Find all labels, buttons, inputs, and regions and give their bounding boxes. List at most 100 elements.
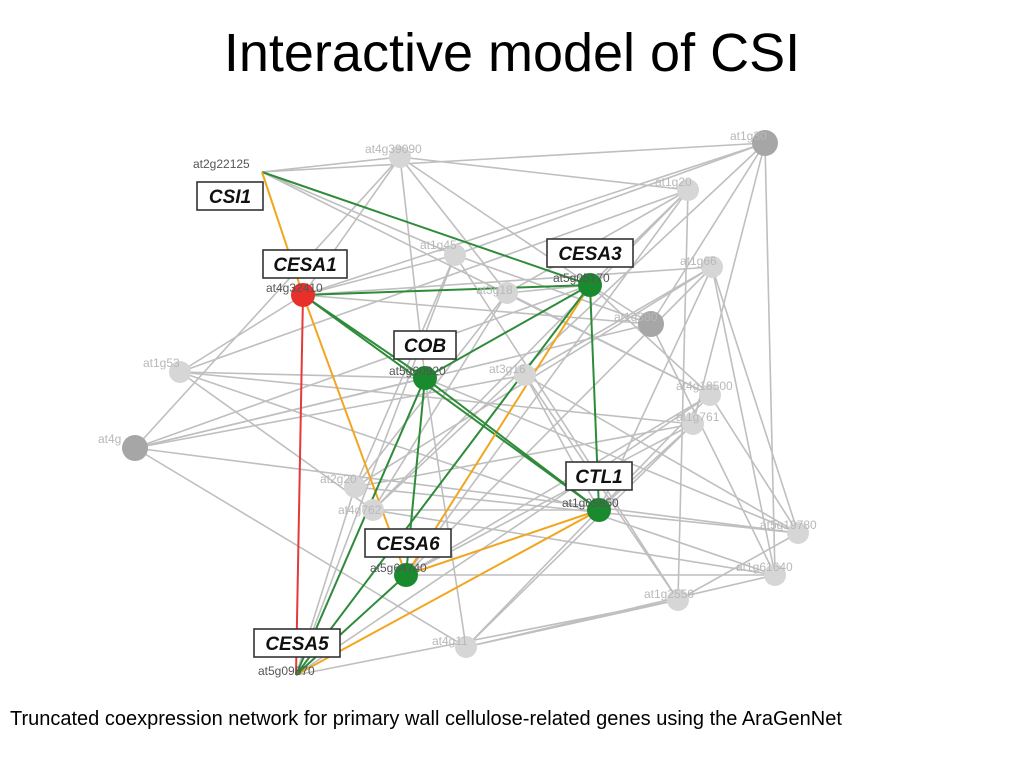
gene-id-label: at5g05170: [553, 271, 610, 285]
network-edge: [261, 142, 766, 173]
highlight-edge: [261, 171, 591, 286]
gene-node: [514, 364, 536, 386]
network-edge: [465, 599, 679, 648]
network-edge: [650, 142, 766, 325]
network-edge: [372, 189, 689, 511]
gene-box-csi1: [196, 181, 264, 211]
gene-id-label: at1g53: [143, 356, 180, 370]
highlight-edge: [405, 284, 591, 576]
gene-node: [682, 413, 704, 435]
gene-name-cesa5: CESA5: [265, 634, 329, 655]
network-edge: [134, 284, 591, 449]
highlight-edge: [302, 284, 591, 296]
gene-node: [677, 179, 699, 201]
highlight-edge: [302, 294, 600, 511]
gene-id-label: at4g: [98, 432, 121, 446]
caption: Truncated coexpression network for prima…: [10, 708, 842, 730]
gene-name-cesa1: CESA1: [273, 255, 336, 276]
network-edge: [179, 371, 694, 425]
gene-node: [699, 384, 721, 406]
gene-id-label: at1g20: [655, 175, 692, 189]
network-edge: [465, 394, 711, 648]
gene-node-cesa3: [578, 273, 602, 297]
highlight-edge: [295, 509, 600, 676]
network-edge: [354, 292, 508, 488]
network-edge: [764, 142, 776, 576]
gene-id-label: at1g30: [730, 129, 767, 143]
nodes: [122, 130, 809, 658]
gene-id-label: at5g60920: [389, 364, 446, 378]
network-edge: [677, 532, 799, 601]
gene-id-label: at2g22125: [193, 157, 250, 171]
network-edge: [465, 423, 694, 648]
network-edge: [179, 189, 689, 373]
network-edge: [454, 254, 652, 325]
network-edge: [134, 374, 526, 449]
network-edge: [134, 323, 652, 449]
gene-node-cob: [413, 366, 437, 390]
network-edge: [399, 156, 508, 294]
highlight-edge: [295, 294, 304, 676]
gene-name-csi1: CSI1: [209, 187, 251, 208]
network-edge: [179, 371, 776, 576]
gene-node: [122, 435, 148, 461]
edges-highlight: [261, 171, 600, 676]
network-edge: [709, 394, 799, 534]
network-edge: [506, 292, 711, 396]
gene-id-label: at4g11: [432, 634, 468, 648]
network-edge: [134, 447, 799, 534]
gene-id-label: at1g2550: [644, 587, 694, 601]
gene-id-label: at4g18500: [676, 379, 733, 393]
network-edge: [692, 142, 766, 425]
network-edge: [372, 292, 508, 511]
network-edge: [354, 486, 799, 534]
gene-box-cesa1: [262, 249, 348, 279]
slide-title: Interactive model of CSI: [223, 23, 801, 83]
network-edge: [179, 371, 374, 511]
network-edge: [302, 254, 456, 296]
gene-node-ctl1: [587, 498, 611, 522]
gene-node: [496, 282, 518, 304]
coexpression-network: at4g39090at1g30at1g20at1g45at1g66at3g18a…: [98, 129, 817, 678]
gene-node: [752, 130, 778, 156]
gene-name-cob: COB: [404, 336, 447, 357]
network-edge: [650, 323, 776, 576]
gene-node-cesa6: [394, 563, 418, 587]
highlight-edge: [405, 509, 600, 576]
highlight-edge: [424, 284, 591, 379]
gene-id-label: at5g64740: [370, 561, 427, 575]
gene-node: [169, 361, 191, 383]
gene-node: [344, 476, 366, 498]
gene-id-label: at1g05850: [562, 496, 619, 510]
gene-id-label: at1g380: [614, 310, 658, 324]
gene-box-cesa3: [546, 238, 634, 268]
gene-node: [764, 564, 786, 586]
network-edge: [405, 423, 694, 576]
network-edge: [524, 374, 799, 534]
gene-node: [444, 244, 466, 266]
gene-node: [638, 311, 664, 337]
highlight-edge: [295, 574, 407, 676]
network-edge: [399, 156, 689, 191]
network-edge: [711, 266, 799, 534]
gene-node: [389, 146, 411, 168]
gene-id-label: at1g61640: [736, 560, 793, 574]
gene-box-ctl1: [565, 461, 633, 491]
network-edge: [405, 394, 711, 576]
network-edge: [372, 142, 766, 511]
gene-node: [701, 256, 723, 278]
network-edge: [179, 294, 304, 373]
gene-id-label: at4g32410: [266, 281, 323, 295]
network-edge: [598, 423, 694, 511]
gene-node: [455, 636, 477, 658]
gene-id-label: at4g762: [338, 503, 382, 517]
network-edge: [261, 156, 401, 173]
gene-node: [667, 589, 689, 611]
gene-box-cesa6: [364, 528, 452, 558]
network-edge: [302, 142, 766, 296]
gene-id-label: at2g20: [320, 472, 357, 486]
gene-id-label: at3g16: [489, 362, 526, 376]
gene-name-ctl1: CTL1: [575, 467, 623, 488]
gene-id-label: at1g45: [420, 238, 457, 252]
gene-id-label: at1g66: [680, 254, 717, 268]
